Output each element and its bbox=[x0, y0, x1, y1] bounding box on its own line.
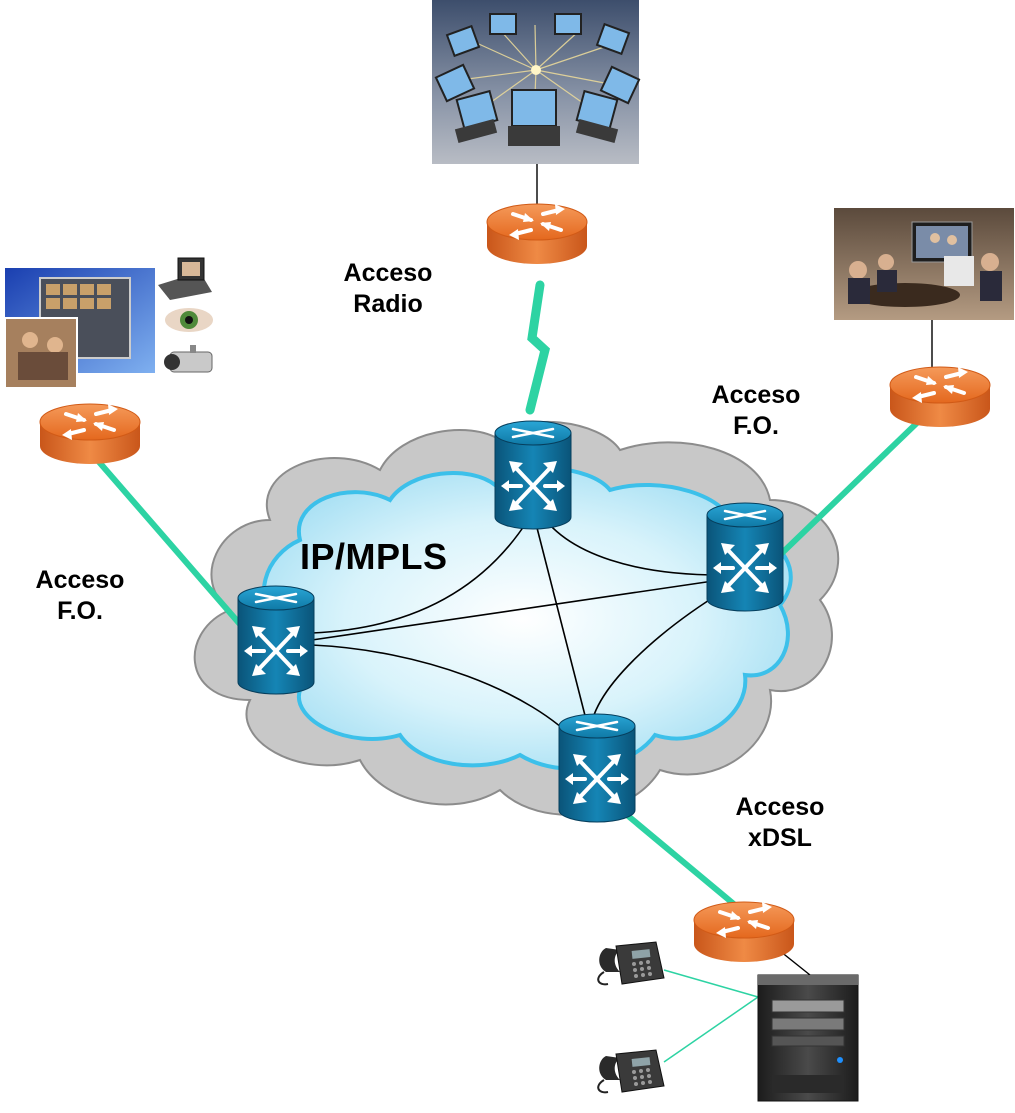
pbx-server bbox=[757, 974, 859, 1102]
xdsl-access-line-2: xDSL bbox=[748, 824, 812, 852]
phone-connectors bbox=[663, 969, 759, 1063]
fo-right-access-label: Acceso F.O. bbox=[696, 380, 816, 442]
link-left-right bbox=[311, 579, 721, 641]
fo-left-link bbox=[90, 452, 248, 633]
laptops-circle-image bbox=[432, 0, 641, 164]
core-switch-right bbox=[705, 501, 785, 613]
video-phone-icon bbox=[158, 257, 212, 300]
access-router-bottom bbox=[692, 900, 796, 964]
link-top-left bbox=[311, 519, 529, 634]
link-top-bottom bbox=[534, 519, 591, 736]
radio-access-line-2: Radio bbox=[353, 290, 423, 318]
xdsl-access-label: Acceso xDSL bbox=[720, 792, 840, 854]
xdsl-access-line-1: Acceso bbox=[735, 793, 825, 821]
fo-right-access-line-2: F.O. bbox=[733, 412, 779, 440]
xdsl-link bbox=[612, 802, 738, 908]
core-switch-top bbox=[493, 419, 573, 531]
telephone-2 bbox=[597, 1049, 665, 1094]
fo-right-access-line-1: Acceso bbox=[711, 381, 801, 409]
phone1-connector bbox=[663, 969, 759, 998]
telephone-1 bbox=[597, 941, 665, 986]
ip-mpls-label: IP/MPLS bbox=[300, 536, 448, 577]
security-camera-icon bbox=[164, 345, 213, 373]
telephones-and-pbx bbox=[597, 941, 859, 1102]
videoconference-room-image bbox=[834, 208, 1014, 320]
core-switch-left bbox=[236, 584, 316, 696]
phone2-connector bbox=[663, 996, 759, 1063]
access-router-top bbox=[485, 202, 589, 266]
fo-left-access-label: Acceso F.O. bbox=[20, 565, 140, 627]
core-switch-bottom bbox=[557, 712, 637, 824]
fo-left-access-line-2: F.O. bbox=[57, 597, 103, 625]
fo-left-access-line-1: Acceso bbox=[35, 566, 125, 594]
radio-access-line-1: Acceso bbox=[343, 259, 433, 287]
eye-icon bbox=[165, 308, 213, 332]
radio-link bbox=[525, 280, 551, 415]
access-links bbox=[90, 280, 923, 908]
access-router-left bbox=[38, 402, 142, 466]
fo-right-link bbox=[777, 417, 923, 558]
radio-access-label: Acceso Radio bbox=[328, 258, 448, 320]
access-router-right bbox=[888, 365, 992, 429]
multimedia-surveillance-image bbox=[4, 257, 213, 389]
link-left-bottom bbox=[311, 644, 581, 746]
